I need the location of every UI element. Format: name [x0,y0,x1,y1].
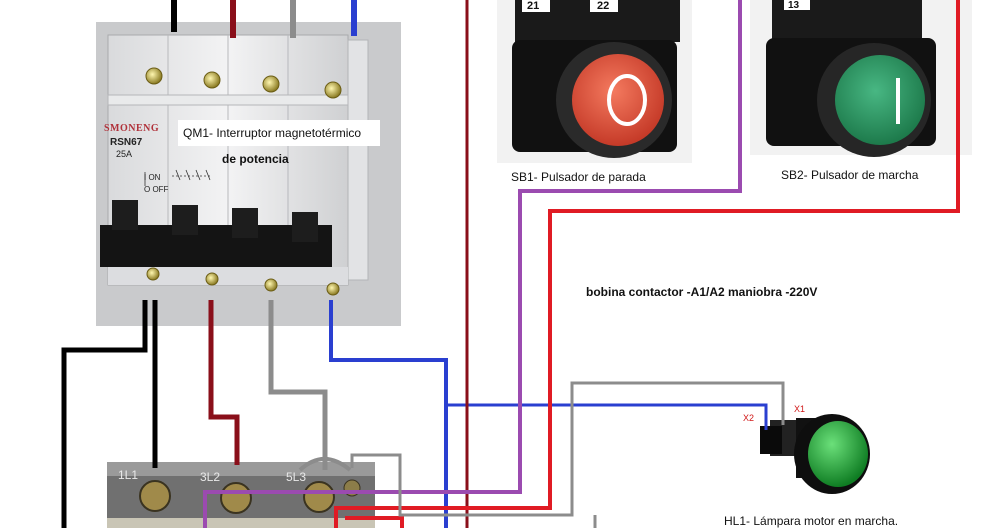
wire-red-branch [345,516,404,528]
lamp-nut [760,426,782,454]
lamp-lens [808,421,868,487]
contactor-top-edge [107,462,375,476]
stop-terminal-tag [590,0,618,12]
bottom-terminal-screw [326,282,340,296]
start-button-caption: SB2- Pulsador de marcha [781,168,919,182]
breaker-handle [232,208,258,238]
bottom-terminal-screw [264,278,278,292]
breaker-handle [172,205,198,235]
lamp-terminal-x2: X2 [743,413,755,423]
wire-violet-stop [203,0,742,528]
breaker-lower [108,267,348,285]
breaker-handle [292,212,318,242]
wire-brown-to-contactor [208,300,240,465]
lamp-terminal-x1: X1 [794,404,806,414]
breaker-switch-off: O OFF [144,185,169,194]
wire-grey-loop [298,457,352,472]
start-terminal-tag [784,0,810,10]
start-terminal-13: 13 [788,0,800,11]
start-button-cap [835,55,925,145]
circuit-breaker-qm1 [96,22,401,326]
contactor-base [107,518,375,528]
start-pushbutton-sb2 [750,0,972,157]
breaker-printed-schematic [144,169,212,186]
bottom-terminal-screw [146,267,160,281]
breaker-ridge [107,94,349,106]
stop-symbol-o-icon [607,74,647,126]
stop-pushbutton-sb1 [497,0,692,163]
coil-note: bobina contactor -A1/A2 maniobra -220V [586,285,818,299]
top-terminal-screw [203,71,221,89]
wire-grey-to-contactor [268,300,328,470]
contactor-terminal-3l2: 3L2 [200,470,221,484]
stop-terminal-tag [522,0,550,12]
breaker-caption-box [178,120,380,146]
top-terminal-screw [324,81,342,99]
stop-button-cap [572,54,664,146]
breaker-side [347,39,369,281]
breaker-caption-line1: QM1- Interruptor magnetotérmico [183,126,362,140]
breaker-rating: 25A [116,149,133,159]
wire-blue-neutral [329,300,448,528]
breaker-caption-line2: de potencia [222,152,289,166]
wire-blue-to-lamp-x2 [446,403,768,430]
stop-terminal-22: 22 [597,0,610,12]
wire-black-left [61,300,148,528]
breaker-brand: SMONENG [104,123,160,134]
contactor-screw [139,480,171,512]
contactor-screw [220,482,252,514]
contactor-terminal-1l1: 1L1 [118,468,139,482]
lamp-caption: HL1- Lámpara motor en marcha. [724,514,899,528]
pilot-lamp-hl1 [760,414,870,494]
bottom-terminal-screw [205,272,219,286]
stop-terminal-21: 21 [527,0,540,12]
breaker-model: RSN67 [110,137,143,148]
top-terminal-screw [145,67,163,85]
contactor-terminal-5l3: 5L3 [286,470,307,484]
breaker-switch-on: I ON [144,173,161,182]
breaker-handle [112,200,138,230]
wires [61,0,960,528]
wire-grey-to-lamp-x1 [350,381,785,517]
top-terminal-screw [262,75,280,93]
stop-button-caption: SB1- Pulsador de parada [511,170,646,184]
wire-red-start [334,0,960,528]
contactor-screw [303,481,335,513]
